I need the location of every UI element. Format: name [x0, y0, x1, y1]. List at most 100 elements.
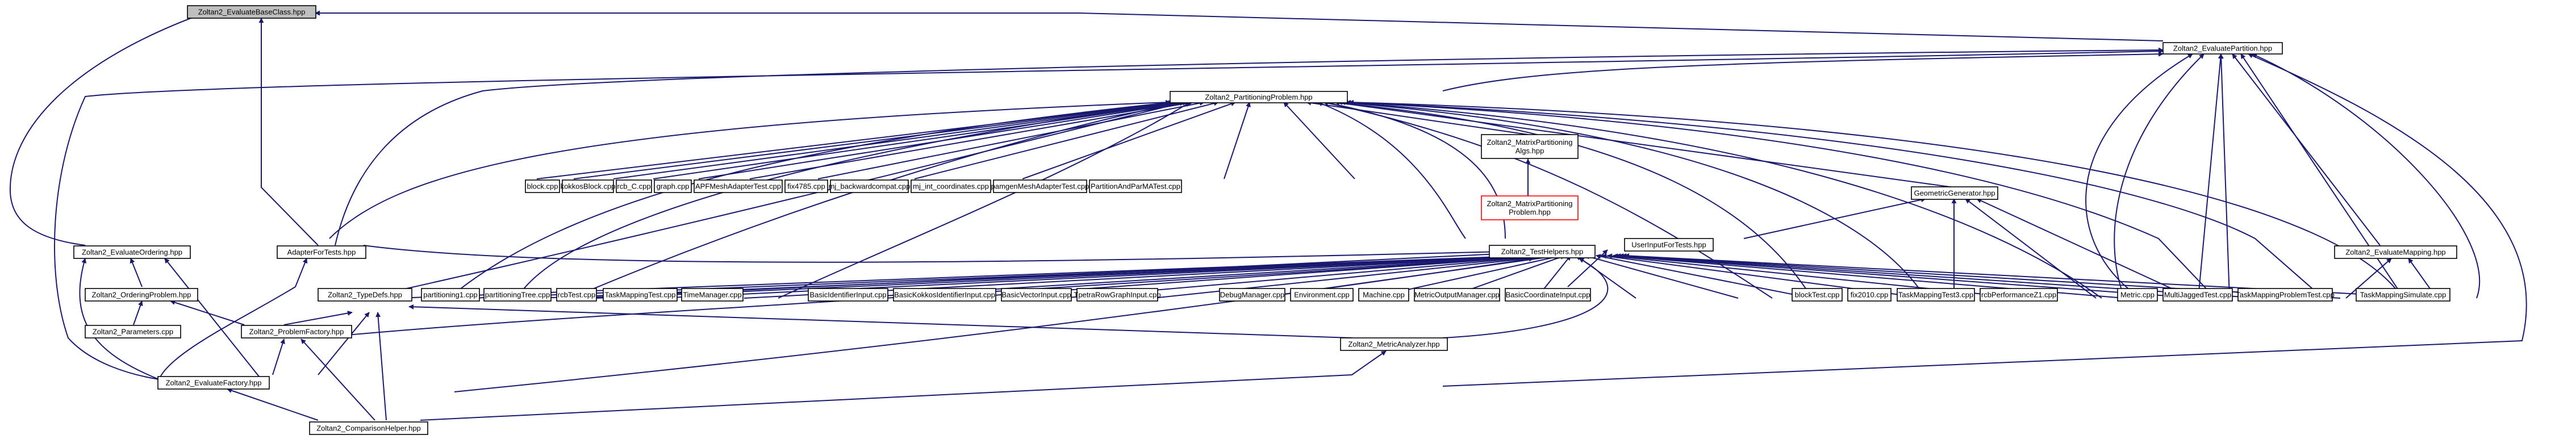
edge [817, 101, 1205, 179]
edge [1965, 198, 2097, 299]
node-box [1170, 91, 1348, 103]
node-zoltan2-evaluateordering[interactable]: Zoltan2_EvaluateOrdering.hpp [73, 245, 191, 259]
edge [1224, 102, 1251, 179]
edge [570, 101, 1182, 299]
node-box [1358, 288, 1409, 302]
node-label: MetricOutputManager.cpp [1414, 291, 1500, 299]
node-partitionandparmatest-cpp[interactable]: PartitionAndParMATest.cpp [1089, 179, 1182, 193]
edge [914, 101, 1219, 179]
edge [1323, 101, 1506, 239]
node-rcbtest-cpp[interactable]: rcbTest.cpp [556, 288, 597, 302]
node-zoltan2-partitioningproblem[interactable]: Zoltan2_PartitioningProblem.hpp [1170, 91, 1348, 103]
node-box [2162, 288, 2233, 302]
node-partitioning1-cpp[interactable]: partitioning1.cpp [421, 288, 480, 302]
node-box [694, 179, 783, 193]
node-box [85, 325, 181, 338]
node-rcbperformancez1-cpp[interactable]: rcbPerformanceZ1.cpp [1980, 288, 2058, 302]
node-partitioningtree-cpp[interactable]: partitioningTree.cpp [483, 288, 552, 302]
node-taskmappingproblemtest-cpp[interactable]: TaskMappingProblemTest.cpp [2236, 288, 2335, 302]
node-box [1911, 186, 1998, 200]
node-metric-cpp[interactable]: Metric.cpp [2117, 288, 2158, 302]
node-basicidentifierinput-cpp[interactable]: BasicIdentifierInput.cpp [808, 288, 888, 302]
node-box [2237, 288, 2333, 302]
node-label: partitioning1.cpp [423, 291, 477, 299]
node-basickokkosidentifierinput-cpp[interactable]: BasicKokkosIdentifierInput.cpp [893, 288, 996, 302]
node-box [2117, 288, 2158, 302]
node-fix2010-cpp[interactable]: fix2010.cpp [1847, 288, 1892, 302]
node-block-cpp[interactable]: block.cpp [525, 179, 560, 193]
node-box [2334, 245, 2457, 259]
node-box [1847, 288, 1892, 302]
node-basicvectorinput-cpp[interactable]: BasicVectorInput.cpp [1001, 288, 1072, 302]
edge [408, 304, 1352, 338]
node-debugmanager-cpp[interactable]: DebugManager.cpp [1219, 288, 1285, 302]
node-kokkosblock-cpp[interactable]: kokkosBlock.cpp [561, 179, 616, 193]
edge [1317, 101, 1466, 239]
node-label: Zoltan2_EvaluateFactory.hpp [166, 379, 262, 387]
node-label: Zoltan2_MatrixPartitioning [1487, 199, 1572, 208]
node-box [277, 245, 366, 259]
node-box [1792, 288, 1843, 302]
node-zoltan2-testhelpers[interactable]: Zoltan2_TestHelpers.hpp [1489, 245, 1596, 258]
node-taskmappingtest-cpp[interactable]: TaskMappingTest.cpp [603, 288, 678, 302]
node-label: TaskMappingTest.cpp [604, 291, 675, 299]
node-zoltan2-parameters-cpp[interactable]: Zoltan2_Parameters.cpp [85, 325, 181, 338]
node-adapterfortests[interactable]: AdapterForTests.hpp [277, 245, 366, 259]
edge [536, 100, 1176, 179]
node-blocktest-cpp[interactable]: blockTest.cpp [1792, 288, 1843, 302]
node-apfmeshadaptertest-cpp[interactable]: APFMeshAdapterTest.cpp [694, 179, 783, 193]
node-basiccoordinateinput-cpp[interactable]: BasicCoordinateInput.cpp [1505, 288, 1591, 302]
edge [653, 100, 1185, 179]
node-taskmappingtest3-cpp[interactable]: TaskMappingTest3.cpp [1897, 288, 1975, 302]
edge [596, 253, 1540, 299]
node-zoltan2-evaluatemapping[interactable]: Zoltan2_EvaluateMapping.hpp [2334, 245, 2457, 259]
edge [329, 99, 1171, 239]
edge [363, 101, 1185, 299]
node-label: Environment.cpp [1294, 291, 1350, 299]
edge [658, 253, 1543, 299]
node-mj-backwardcompat-cpp[interactable]: mj_backwardcompat.cpp [829, 179, 911, 193]
node-box [309, 421, 428, 435]
node-label: TaskMappingProblemTest.cpp [2236, 291, 2334, 299]
node-box [911, 179, 991, 193]
node-fix4785-cpp[interactable]: fix4785.cpp [784, 179, 828, 193]
edge [1334, 100, 1955, 188]
edge [420, 350, 1387, 421]
node-multijaggedtest-cpp[interactable]: MultiJaggedTest.cpp [2162, 288, 2233, 302]
node-zoltan2-evaluatefactory[interactable]: Zoltan2_EvaluateFactory.hpp [157, 376, 270, 390]
node-pamgenmeshadaptertest-cpp[interactable]: pamgenMeshAdapterTest.cpp [991, 179, 1089, 193]
node-machine-cpp[interactable]: Machine.cpp [1358, 288, 1409, 302]
node-zoltan2-evaluatebaseclass[interactable]: Zoltan2_EvaluateBaseClass.hpp [187, 5, 316, 19]
node-box [603, 288, 678, 302]
node-rcb-c-cpp[interactable]: rcb_C.cpp [616, 179, 652, 193]
edge [1596, 254, 1813, 299]
node-label: blockTest.cpp [1795, 291, 1840, 299]
node-environment-cpp[interactable]: Environment.cpp [1290, 288, 1354, 302]
node-label: rcbPerformanceZ1.cpp [1981, 291, 2056, 299]
dependency-edges [9, 10, 2527, 421]
node-zoltan2-problemfactory[interactable]: Zoltan2_ProblemFactory.hpp [241, 325, 352, 338]
node-zoltan2-typedefs[interactable]: Zoltan2_TypeDefs.hpp [318, 288, 412, 302]
node-userinputfortests[interactable]: UserInputForTests.hpp [1624, 238, 1714, 252]
node-graph-cpp[interactable]: graph.cpp [654, 179, 692, 193]
node-zoltan2-comparisonhelper[interactable]: Zoltan2_ComparisonHelper.hpp [309, 421, 428, 435]
node-box [1489, 245, 1596, 258]
node-label: AdapterForTests.hpp [287, 248, 356, 257]
node-zoltan2-orderingproblem[interactable]: Zoltan2_OrderingProblem.hpp [85, 288, 198, 302]
node-label: rcbTest.cpp [558, 291, 595, 299]
edge [133, 300, 143, 325]
node-mj-int-coordinates-cpp[interactable]: mj_int_coordinates.cpp [911, 179, 991, 193]
node-zoltan2-metricanalyzer[interactable]: Zoltan2_MetricAnalyzer.hpp [1340, 337, 1448, 351]
node-taskmappingsimulate-cpp[interactable]: TaskMappingSimulate.cpp [2356, 288, 2450, 302]
node-metricoutputmanager-cpp[interactable]: MetricOutputManager.cpp [1414, 288, 1500, 302]
node-box [993, 179, 1087, 193]
node-tpetrarowgraphinput-cpp[interactable]: TpetraRowGraphInput.cpp [1074, 288, 1161, 302]
node-label: rcb_C.cpp [617, 182, 650, 191]
node-box [654, 179, 692, 193]
node-box [1505, 288, 1591, 302]
node-zoltan2-evaluatepartition[interactable]: Zoltan2_EvaluatePartition.hpp [2162, 42, 2283, 55]
node-geometricgenerator[interactable]: GeometricGenerator.hpp [1911, 186, 1998, 200]
node-timemanager-cpp[interactable]: TimeManager.cpp [681, 288, 744, 302]
